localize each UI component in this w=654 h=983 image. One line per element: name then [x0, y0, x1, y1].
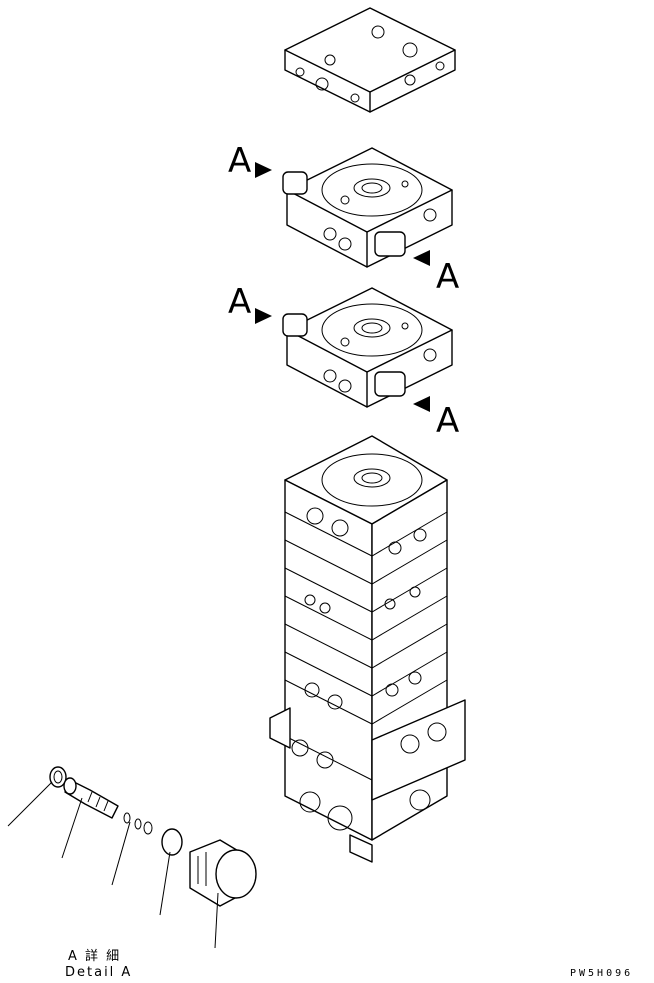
callout-label: A [228, 282, 251, 322]
backup-ring [123, 812, 131, 824]
callout-group-2: A A [228, 282, 459, 441]
callout-group-1: A A [228, 141, 459, 297]
drawing-code: PW5H096 [570, 968, 633, 979]
callout-arrow-left-icon [413, 396, 430, 412]
backup-ring [134, 818, 142, 830]
backup-ring [143, 821, 153, 835]
seal-disc [161, 828, 183, 856]
main-valve-stack [269, 435, 466, 863]
callout-arrow-right-icon [255, 308, 272, 324]
top-cover-plate [284, 7, 456, 113]
valve-section-1 [282, 147, 453, 268]
o-ring [49, 766, 67, 788]
detail-title-jp: A 詳 細 [68, 948, 121, 964]
callout-arrow-right-icon [255, 162, 272, 178]
callout-arrow-left-icon [413, 250, 430, 266]
detail-title-en: Detail A [65, 965, 132, 980]
callout-label: A [436, 401, 459, 441]
valve-section-2 [282, 287, 453, 408]
detail-a-parts [7, 766, 257, 949]
callout-label: A [228, 141, 251, 181]
callout-label: A [436, 257, 459, 297]
